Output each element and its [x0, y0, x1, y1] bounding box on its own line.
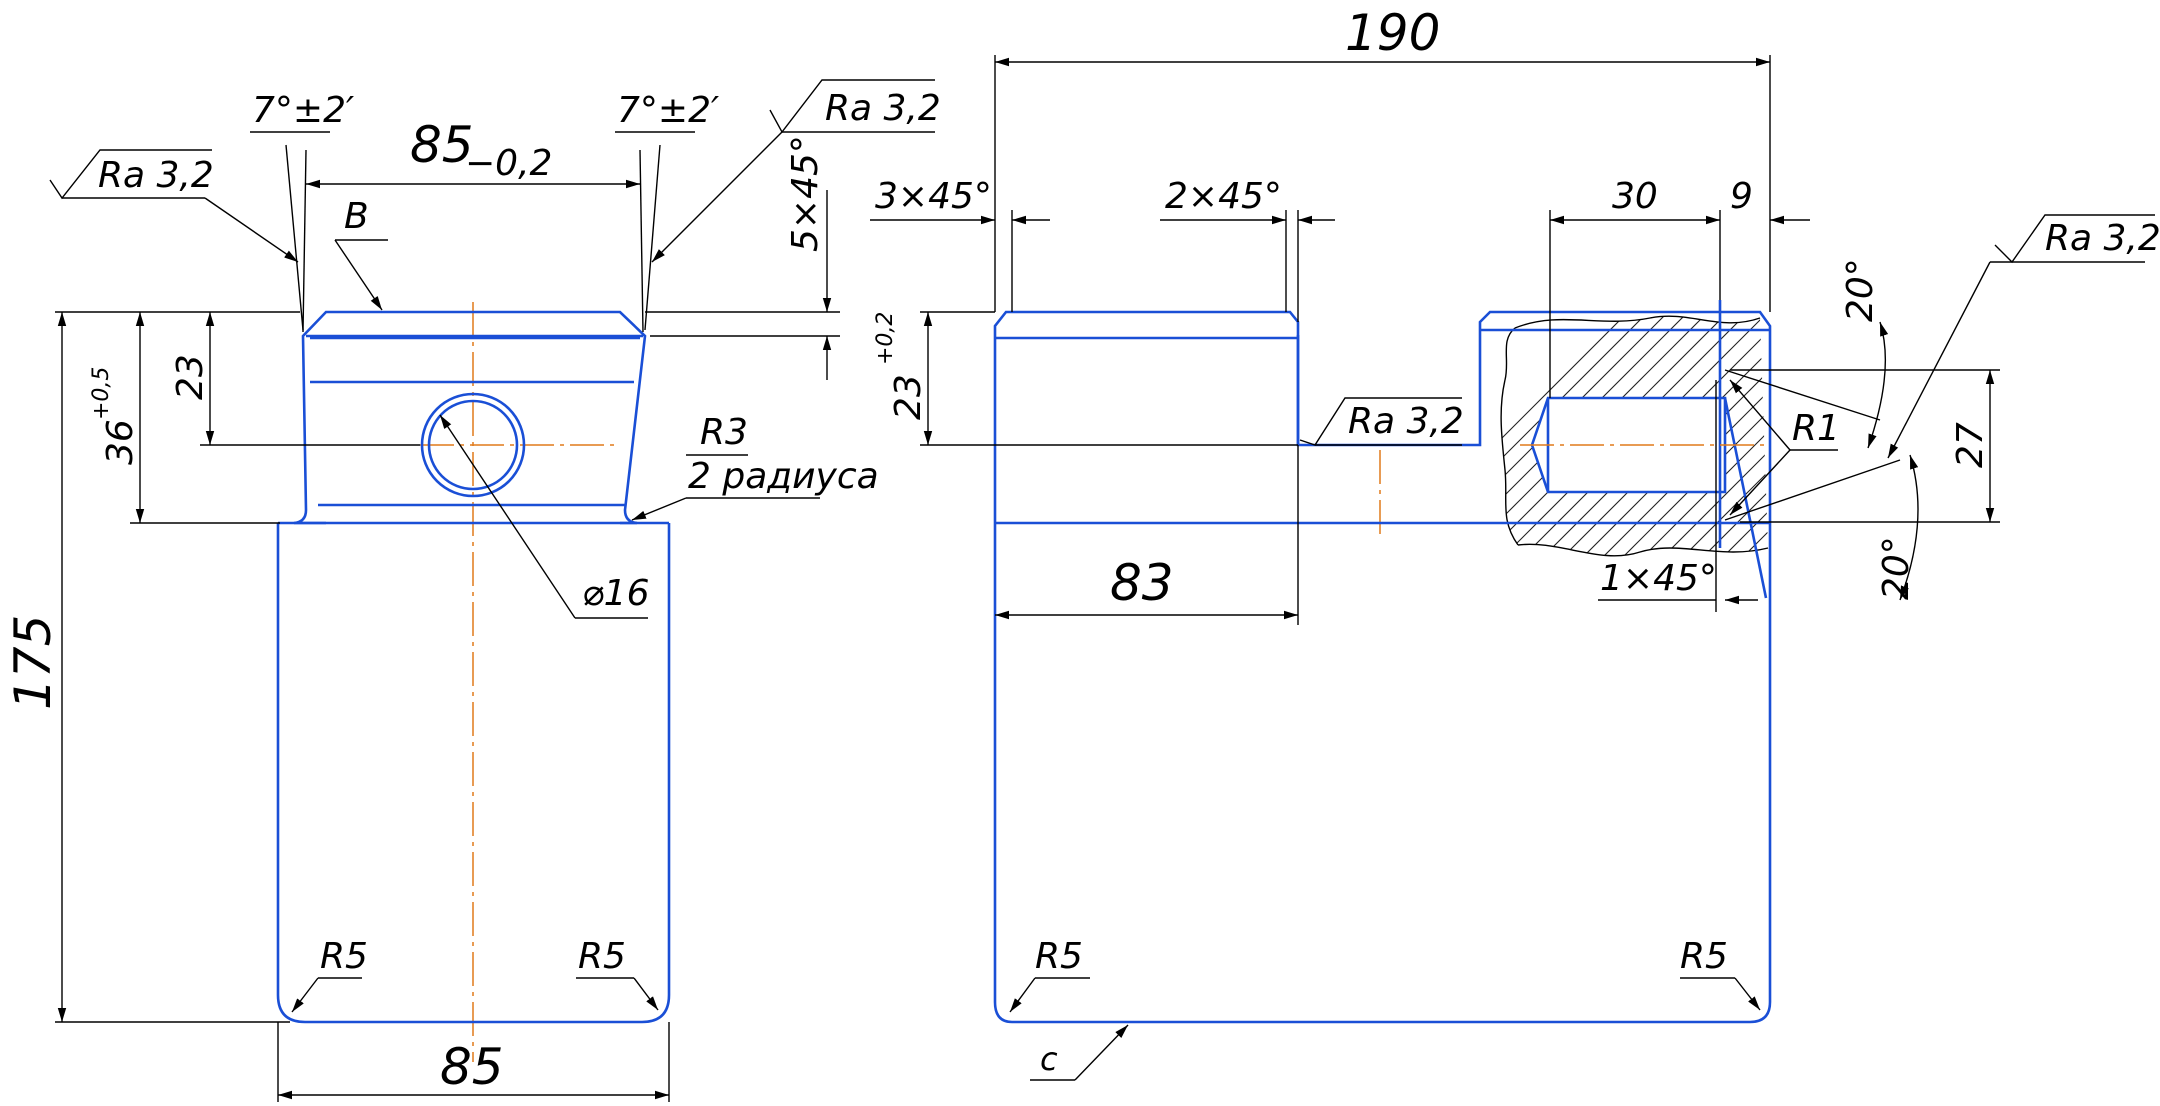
label-chamfer-2x45: 2×45°: [1165, 176, 1282, 217]
label-23-left: 23: [170, 354, 211, 400]
label-85-bottom: 85: [440, 1038, 504, 1096]
right-view: 190 3×45° 2×45° 30 9 23 +0,2 83 Ra 3,2: [870, 4, 2160, 1081]
label-ra-middle: Ra 3,2: [1348, 401, 1464, 442]
ra-symbol-middle: [1299, 397, 1462, 446]
label-83: 83: [1110, 554, 1174, 612]
label-angle-20-bottom: 20°: [1876, 536, 1917, 600]
ra-symbol-top-right: [769, 79, 935, 134]
label-chamfer-3x45: 3×45°: [875, 176, 992, 217]
head-outline: [293, 310, 647, 525]
label-two-radii: 2 радиуса: [688, 456, 879, 497]
left-view: 85 −0,2 7°±2′ 7°±2′ Ra 3,2 Ra 3,2 B 5×45…: [4, 79, 941, 1102]
label-r5-left-a: R5: [320, 936, 368, 977]
label-c: c: [1040, 1040, 1058, 1078]
label-ra-far-right: Ra 3,2: [2045, 218, 2160, 259]
angle-arc-top: [1867, 321, 1889, 449]
label-angle-20-top: 20°: [1840, 258, 1881, 322]
label-r3: R3: [700, 412, 748, 453]
label-85-top: 85: [410, 116, 474, 174]
label-27: 27: [1950, 422, 1991, 468]
label-r5-right-b: R5: [1680, 936, 1728, 977]
angle-arc-bottom: [1899, 454, 1919, 601]
label-23-right: 23: [888, 374, 929, 420]
hole-inner: [427, 399, 519, 491]
label-36-tol: +0,5: [89, 367, 114, 420]
ra-symbol-far-right: [1994, 214, 2155, 264]
label-angle-left: 7°±2′: [252, 90, 354, 131]
label-chamfer-5x45: 5×45°: [785, 135, 826, 252]
label-r1: R1: [1792, 408, 1840, 449]
threaded-hole: [1530, 396, 1727, 494]
right-outline: [993, 310, 1772, 1024]
label-b: B: [344, 196, 369, 237]
section-hatch: [1501, 316, 1768, 556]
label-30: 30: [1612, 176, 1658, 217]
label-phi16: ⌀16: [582, 573, 649, 614]
label-175: 175: [4, 615, 62, 710]
label-ra-top-right: Ra 3,2: [825, 88, 941, 129]
ra-symbol-left: [49, 149, 212, 200]
label-ra-left: Ra 3,2: [98, 155, 214, 196]
label-85-tol: −0,2: [465, 143, 552, 184]
label-190: 190: [1345, 4, 1440, 62]
label-chamfer-1x45: 1×45°: [1600, 558, 1717, 599]
label-36: 36: [100, 419, 141, 465]
label-angle-right: 7°±2′: [617, 90, 719, 131]
label-23-right-tol: +0,2: [873, 312, 898, 365]
section-break-line: [1500, 315, 1769, 557]
label-r5-left-b: R5: [578, 936, 626, 977]
body-outline: [276, 523, 671, 1024]
label-r5-right-a: R5: [1035, 936, 1083, 977]
hole-outer: [420, 392, 526, 498]
label-9: 9: [1730, 176, 1753, 217]
